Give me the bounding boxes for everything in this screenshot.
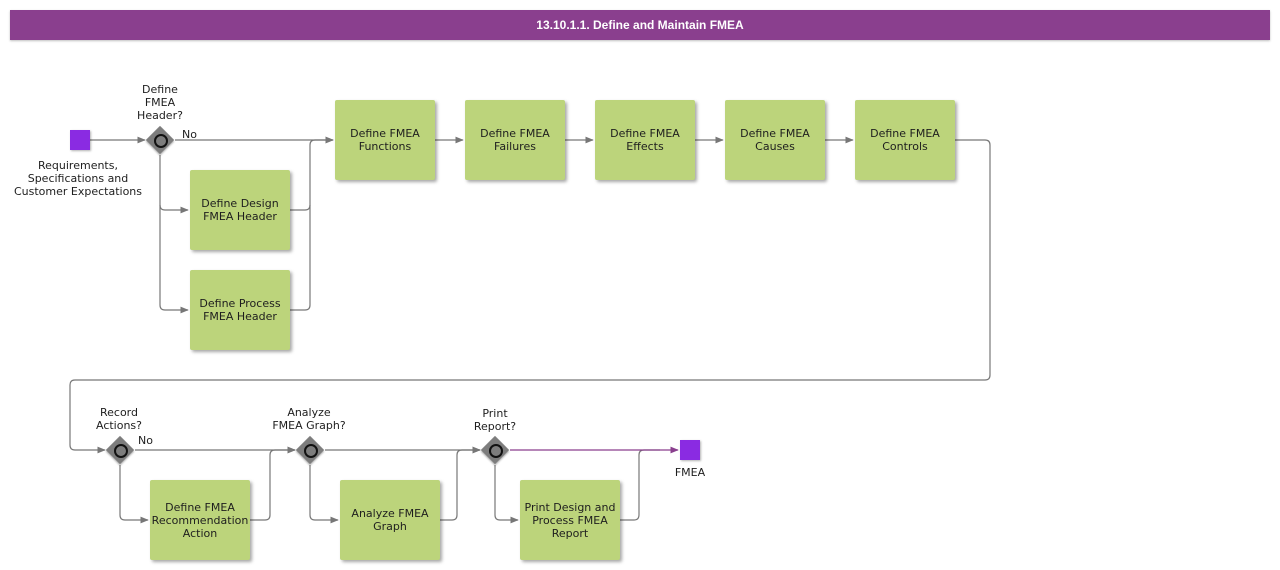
flow-design-to-functions <box>290 136 334 211</box>
task-analyze-fmea-graph[interactable]: Analyze FMEA Graph <box>340 480 440 560</box>
flow-header-to-process <box>159 205 189 314</box>
flow-print-to-report <box>494 465 519 524</box>
flow-analyze-to-graph <box>309 465 339 524</box>
record-gateway-no-label: No <box>138 434 153 447</box>
flow-recommendation-to-analyze-gateway <box>250 446 296 521</box>
print-gateway[interactable] <box>480 435 511 466</box>
flow-report-to-end <box>620 449 660 521</box>
task-print-design-and-process-fmea-report[interactable]: Print Design and Process FMEA Report <box>520 480 620 560</box>
task-define-fmea-functions[interactable]: Define FMEA Functions <box>335 100 435 180</box>
record-gateway[interactable] <box>105 435 136 466</box>
analyze-gateway-question: Analyze FMEA Graph? <box>272 406 346 432</box>
header-gateway-question: Define FMEA Header? <box>137 83 183 122</box>
header-gateway[interactable] <box>145 125 176 156</box>
record-gateway-question: Record Actions? <box>95 406 143 432</box>
task-define-fmea-recommendation-action[interactable]: Define FMEA Recommendation Action <box>150 480 250 560</box>
task-define-design-fmea-header[interactable]: Define Design FMEA Header <box>190 170 290 250</box>
print-gateway-question: Print Report? <box>473 407 517 433</box>
end-event-label: FMEA <box>674 466 706 479</box>
flow-controls-to-record-gateway <box>69 139 991 454</box>
task-define-fmea-effects[interactable]: Define FMEA Effects <box>595 100 695 180</box>
task-define-fmea-controls[interactable]: Define FMEA Controls <box>855 100 955 180</box>
diagram-title: 13.10.1.1. Define and Maintain FMEA <box>10 10 1270 40</box>
gateway-ring-icon <box>489 444 503 458</box>
task-define-process-fmea-header[interactable]: Define Process FMEA Header <box>190 270 290 350</box>
gateway-ring-icon <box>114 444 128 458</box>
task-define-fmea-failures[interactable]: Define FMEA Failures <box>465 100 565 180</box>
start-event[interactable] <box>70 130 90 150</box>
end-event[interactable] <box>680 440 700 460</box>
flow-record-to-recommendation <box>119 465 149 524</box>
flow-process-to-functions <box>290 205 311 311</box>
start-event-label: Requirements, Specifications and Custome… <box>13 159 143 198</box>
flow-graph-to-print-gateway <box>440 446 481 521</box>
task-define-fmea-causes[interactable]: Define FMEA Causes <box>725 100 825 180</box>
analyze-gateway[interactable] <box>295 435 326 466</box>
gateway-ring-icon <box>154 134 168 148</box>
gateway-ring-icon <box>304 444 318 458</box>
flow-header-to-design <box>159 155 189 214</box>
header-gateway-no-label: No <box>182 128 197 141</box>
